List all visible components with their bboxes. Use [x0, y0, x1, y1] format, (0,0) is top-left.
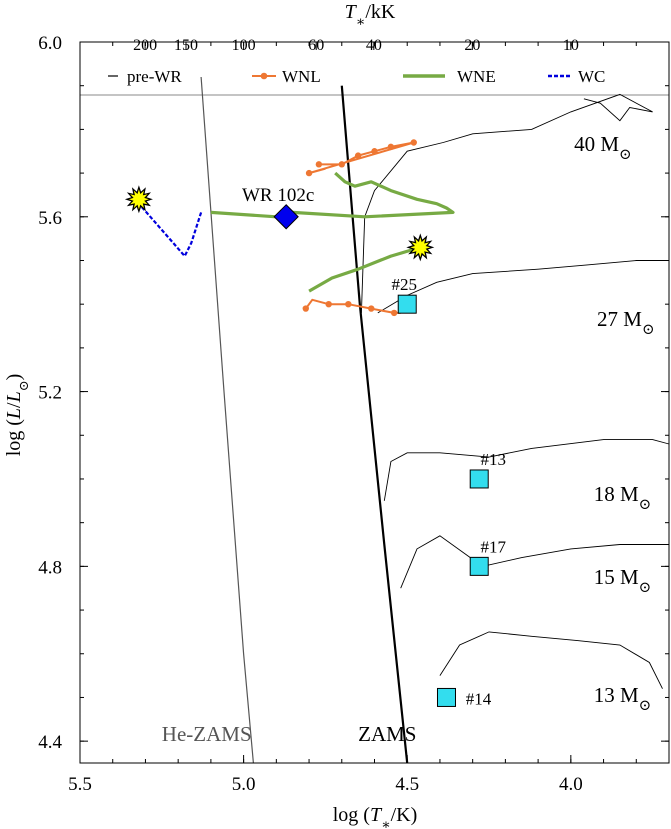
wnl-point [338, 161, 345, 168]
mass-label: 18 M⊙ [594, 482, 652, 513]
wne-track-27 [308, 245, 421, 293]
mass-label: 13 M⊙ [594, 683, 652, 714]
x-axis-label: log (T∗/K) [333, 804, 418, 829]
legend-label: WNL [282, 67, 321, 86]
wnl-point [371, 148, 378, 155]
y-tick-label: 6.0 [38, 33, 62, 54]
evolutionary-track [383, 439, 670, 501]
wnl-track-40 [308, 141, 415, 175]
star-marker [469, 556, 489, 576]
y-tick-label: 4.4 [38, 732, 62, 753]
annotation-label: He-ZAMS [162, 722, 252, 746]
wnl-point [354, 152, 362, 159]
x-tick-label: 4.0 [559, 774, 583, 795]
wr102c-label: WR 102c [242, 185, 314, 206]
sn-burst-inner [410, 237, 431, 258]
star-label: #25 [391, 275, 417, 294]
star-marker [397, 294, 417, 314]
wnl-point [368, 305, 375, 312]
star-marker [436, 687, 456, 707]
evolutionary-track [400, 535, 669, 589]
star-marker [469, 469, 489, 489]
wnl-point [410, 139, 417, 146]
y-tick-label: 5.2 [38, 383, 62, 404]
zams-line [340, 85, 409, 764]
wr102c-diamond [273, 204, 299, 230]
wnl-point [305, 169, 313, 177]
legend-swatch-dot [260, 72, 268, 80]
sn-burst-inner [128, 189, 149, 210]
star-label: #14 [466, 689, 492, 708]
y-tick-label: 4.8 [38, 557, 62, 578]
evolutionary-track [377, 260, 669, 314]
legend-label: pre-WR [127, 67, 182, 86]
wnl-point [315, 161, 323, 168]
x-tick-label: 4.5 [395, 774, 419, 795]
legend-label: WC [578, 67, 605, 86]
wnl-point [390, 309, 398, 317]
star-label: #17 [480, 537, 506, 556]
mass-label: 40 M⊙ [574, 132, 632, 163]
x-tick-label: 5.5 [68, 774, 92, 795]
annotation-label: ZAMS [358, 722, 416, 746]
evolutionary-track [439, 631, 663, 689]
x-tick-label: 5.0 [232, 774, 256, 795]
wc-track [138, 202, 203, 259]
star-label: #13 [480, 450, 506, 469]
y-axis-label: log (L/L⊙) [3, 374, 31, 457]
wnl-track-27 [304, 298, 401, 314]
wnl-point [345, 300, 352, 308]
mass-label: 15 M⊙ [594, 565, 652, 596]
legend-label: WNE [457, 67, 496, 86]
wnl-point [325, 300, 332, 308]
mass-label: 27 M⊙ [597, 307, 655, 338]
he-zams-line [200, 76, 254, 764]
wnl-point [387, 143, 395, 151]
wnl-point [302, 305, 309, 312]
top-axis-label: T∗/kK [345, 1, 396, 30]
y-tick-label: 5.6 [38, 208, 62, 229]
